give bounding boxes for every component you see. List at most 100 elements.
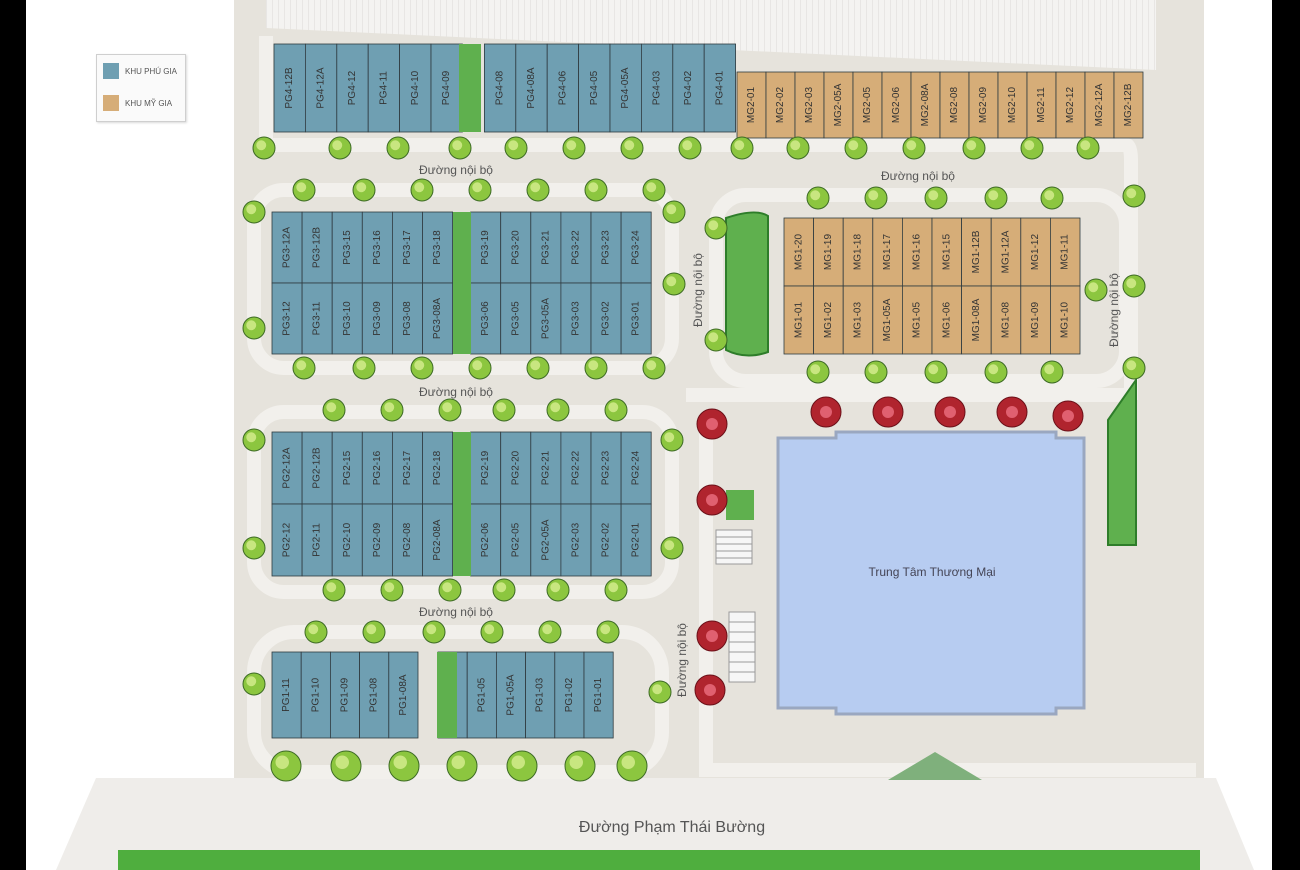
lot-shape[interactable] [336, 43, 369, 133]
lot-mg1-01[interactable]: MG1-01 [783, 285, 815, 355]
lot-shape[interactable] [301, 503, 333, 577]
lot-mg1-08[interactable]: MG1-08 [990, 285, 1022, 355]
lot-pg3-09[interactable]: PG3-09 [361, 282, 393, 355]
lot-pg2-21[interactable]: PG2-21 [530, 431, 562, 505]
lot-shape[interactable] [422, 211, 454, 284]
lot-pg4-05a[interactable]: PG4-05A [609, 43, 642, 133]
lot-mg1-06[interactable]: MG1-06 [931, 285, 963, 355]
lot-pg2-12a[interactable]: PG2-12A [271, 431, 303, 505]
lot-shape[interactable] [273, 43, 306, 133]
lot-shape[interactable] [470, 503, 502, 577]
lot-shape[interactable] [470, 211, 502, 284]
lot-pg1-09[interactable]: PG1-09 [329, 651, 360, 739]
lot-mg2-12b[interactable]: MG2-12B [1113, 71, 1144, 139]
lot-pg3-15[interactable]: PG3-15 [331, 211, 363, 284]
lot-shape[interactable] [872, 285, 903, 355]
lot-pg2-17[interactable]: PG2-17 [391, 431, 423, 505]
lot-shape[interactable] [1020, 285, 1051, 355]
lot-pg2-12[interactable]: PG2-12 [271, 503, 303, 577]
lot-mg2-08[interactable]: MG2-08 [939, 71, 970, 139]
lot-shape[interactable] [1026, 71, 1057, 139]
lot-shape[interactable] [672, 43, 705, 133]
lot-shape[interactable] [765, 71, 796, 139]
lot-shape[interactable] [361, 282, 393, 355]
lot-shape[interactable] [641, 43, 674, 133]
lot-shape[interactable] [304, 43, 338, 133]
lot-pg4-03[interactable]: PG4-03 [641, 43, 674, 133]
lot-mg2-12[interactable]: MG2-12 [1055, 71, 1086, 139]
lot-shape[interactable] [367, 43, 401, 133]
lot-shape[interactable] [1055, 71, 1086, 139]
lot-mg1-12b[interactable]: MG1-12B [961, 217, 992, 287]
lot-shape[interactable] [560, 282, 592, 355]
lot-shape[interactable] [500, 431, 532, 505]
lot-mg1-16[interactable]: MG1-16 [902, 217, 933, 287]
lot-pg1-08[interactable]: PG1-08 [359, 651, 390, 739]
lot-mg2-05[interactable]: MG2-05 [852, 71, 883, 139]
lot-shape[interactable] [939, 71, 970, 139]
lot-shape[interactable] [842, 285, 874, 355]
lot-pg4-12[interactable]: PG4-12 [336, 43, 369, 133]
lot-shape[interactable] [422, 282, 454, 355]
lot-pg1-02[interactable]: PG1-02 [554, 651, 585, 739]
lot-mg2-09[interactable]: MG2-09 [968, 71, 999, 139]
lot-mg1-20[interactable]: MG1-20 [783, 217, 815, 287]
lot-shape[interactable] [560, 431, 592, 505]
lot-pg3-12a[interactable]: PG3-12A [271, 211, 303, 284]
lot-shape[interactable] [961, 285, 992, 355]
lot-pg3-12[interactable]: PG3-12 [271, 282, 303, 355]
lot-shape[interactable] [736, 71, 767, 139]
lot-pg4-12b[interactable]: PG4-12B [273, 43, 306, 133]
lot-shape[interactable] [391, 211, 423, 284]
lot-shape[interactable] [388, 651, 419, 739]
lot-shape[interactable] [331, 503, 363, 577]
lot-pg1-10[interactable]: PG1-10 [300, 651, 331, 739]
lot-shape[interactable] [546, 43, 580, 133]
lot-shape[interactable] [997, 71, 1028, 139]
lot-shape[interactable] [968, 71, 999, 139]
lot-shape[interactable] [525, 651, 556, 739]
lot-mg1-15[interactable]: MG1-15 [931, 217, 963, 287]
lot-shape[interactable] [271, 651, 302, 739]
lot-shape[interactable] [931, 217, 963, 287]
lot-pg2-01[interactable]: PG2-01 [620, 503, 652, 577]
lot-shape[interactable] [910, 71, 941, 139]
lot-mg2-05a[interactable]: MG2-05A [823, 71, 854, 139]
lot-mg1-09[interactable]: MG1-09 [1020, 285, 1051, 355]
lot-mg2-02[interactable]: MG2-02 [765, 71, 796, 139]
lot-pg3-01[interactable]: PG3-01 [620, 282, 652, 355]
lot-mg1-10[interactable]: MG1-10 [1050, 285, 1081, 355]
lot-shape[interactable] [271, 282, 303, 355]
lot-pg3-20[interactable]: PG3-20 [500, 211, 532, 284]
lot-shape[interactable] [331, 282, 363, 355]
lot-pg2-09[interactable]: PG2-09 [361, 503, 393, 577]
lot-shape[interactable] [301, 282, 333, 355]
lot-mg1-05[interactable]: MG1-05 [902, 285, 933, 355]
lot-pg2-15[interactable]: PG2-15 [331, 431, 363, 505]
lot-pg3-19[interactable]: PG3-19 [470, 211, 502, 284]
lot-pg1-03[interactable]: PG1-03 [525, 651, 556, 739]
lot-pg2-23[interactable]: PG2-23 [590, 431, 622, 505]
lot-pg1-08a[interactable]: PG1-08A [388, 651, 419, 739]
lot-pg3-21[interactable]: PG3-21 [530, 211, 562, 284]
lot-pg3-18[interactable]: PG3-18 [422, 211, 454, 284]
lot-pg3-03[interactable]: PG3-03 [560, 282, 592, 355]
lot-shape[interactable] [703, 43, 737, 133]
lot-pg2-08[interactable]: PG2-08 [391, 503, 423, 577]
lot-pg1-05[interactable]: PG1-05 [466, 651, 497, 739]
lot-shape[interactable] [391, 503, 423, 577]
lot-shape[interactable] [530, 282, 562, 355]
lot-pg2-05[interactable]: PG2-05 [500, 503, 532, 577]
lot-shape[interactable] [466, 651, 497, 739]
lot-pg2-10[interactable]: PG2-10 [331, 503, 363, 577]
lot-pg1-01[interactable]: PG1-01 [583, 651, 614, 739]
lot-mg2-10[interactable]: MG2-10 [997, 71, 1028, 139]
lot-mg1-17[interactable]: MG1-17 [872, 217, 903, 287]
lot-mg1-08a[interactable]: MG1-08A [961, 285, 992, 355]
lot-pg1-05a[interactable]: PG1-05A [495, 651, 526, 739]
lot-shape[interactable] [271, 503, 303, 577]
lot-pg2-18[interactable]: PG2-18 [422, 431, 454, 505]
lot-shape[interactable] [560, 211, 592, 284]
lot-pg3-02[interactable]: PG3-02 [590, 282, 622, 355]
lot-pg2-05a[interactable]: PG2-05A [530, 503, 562, 577]
